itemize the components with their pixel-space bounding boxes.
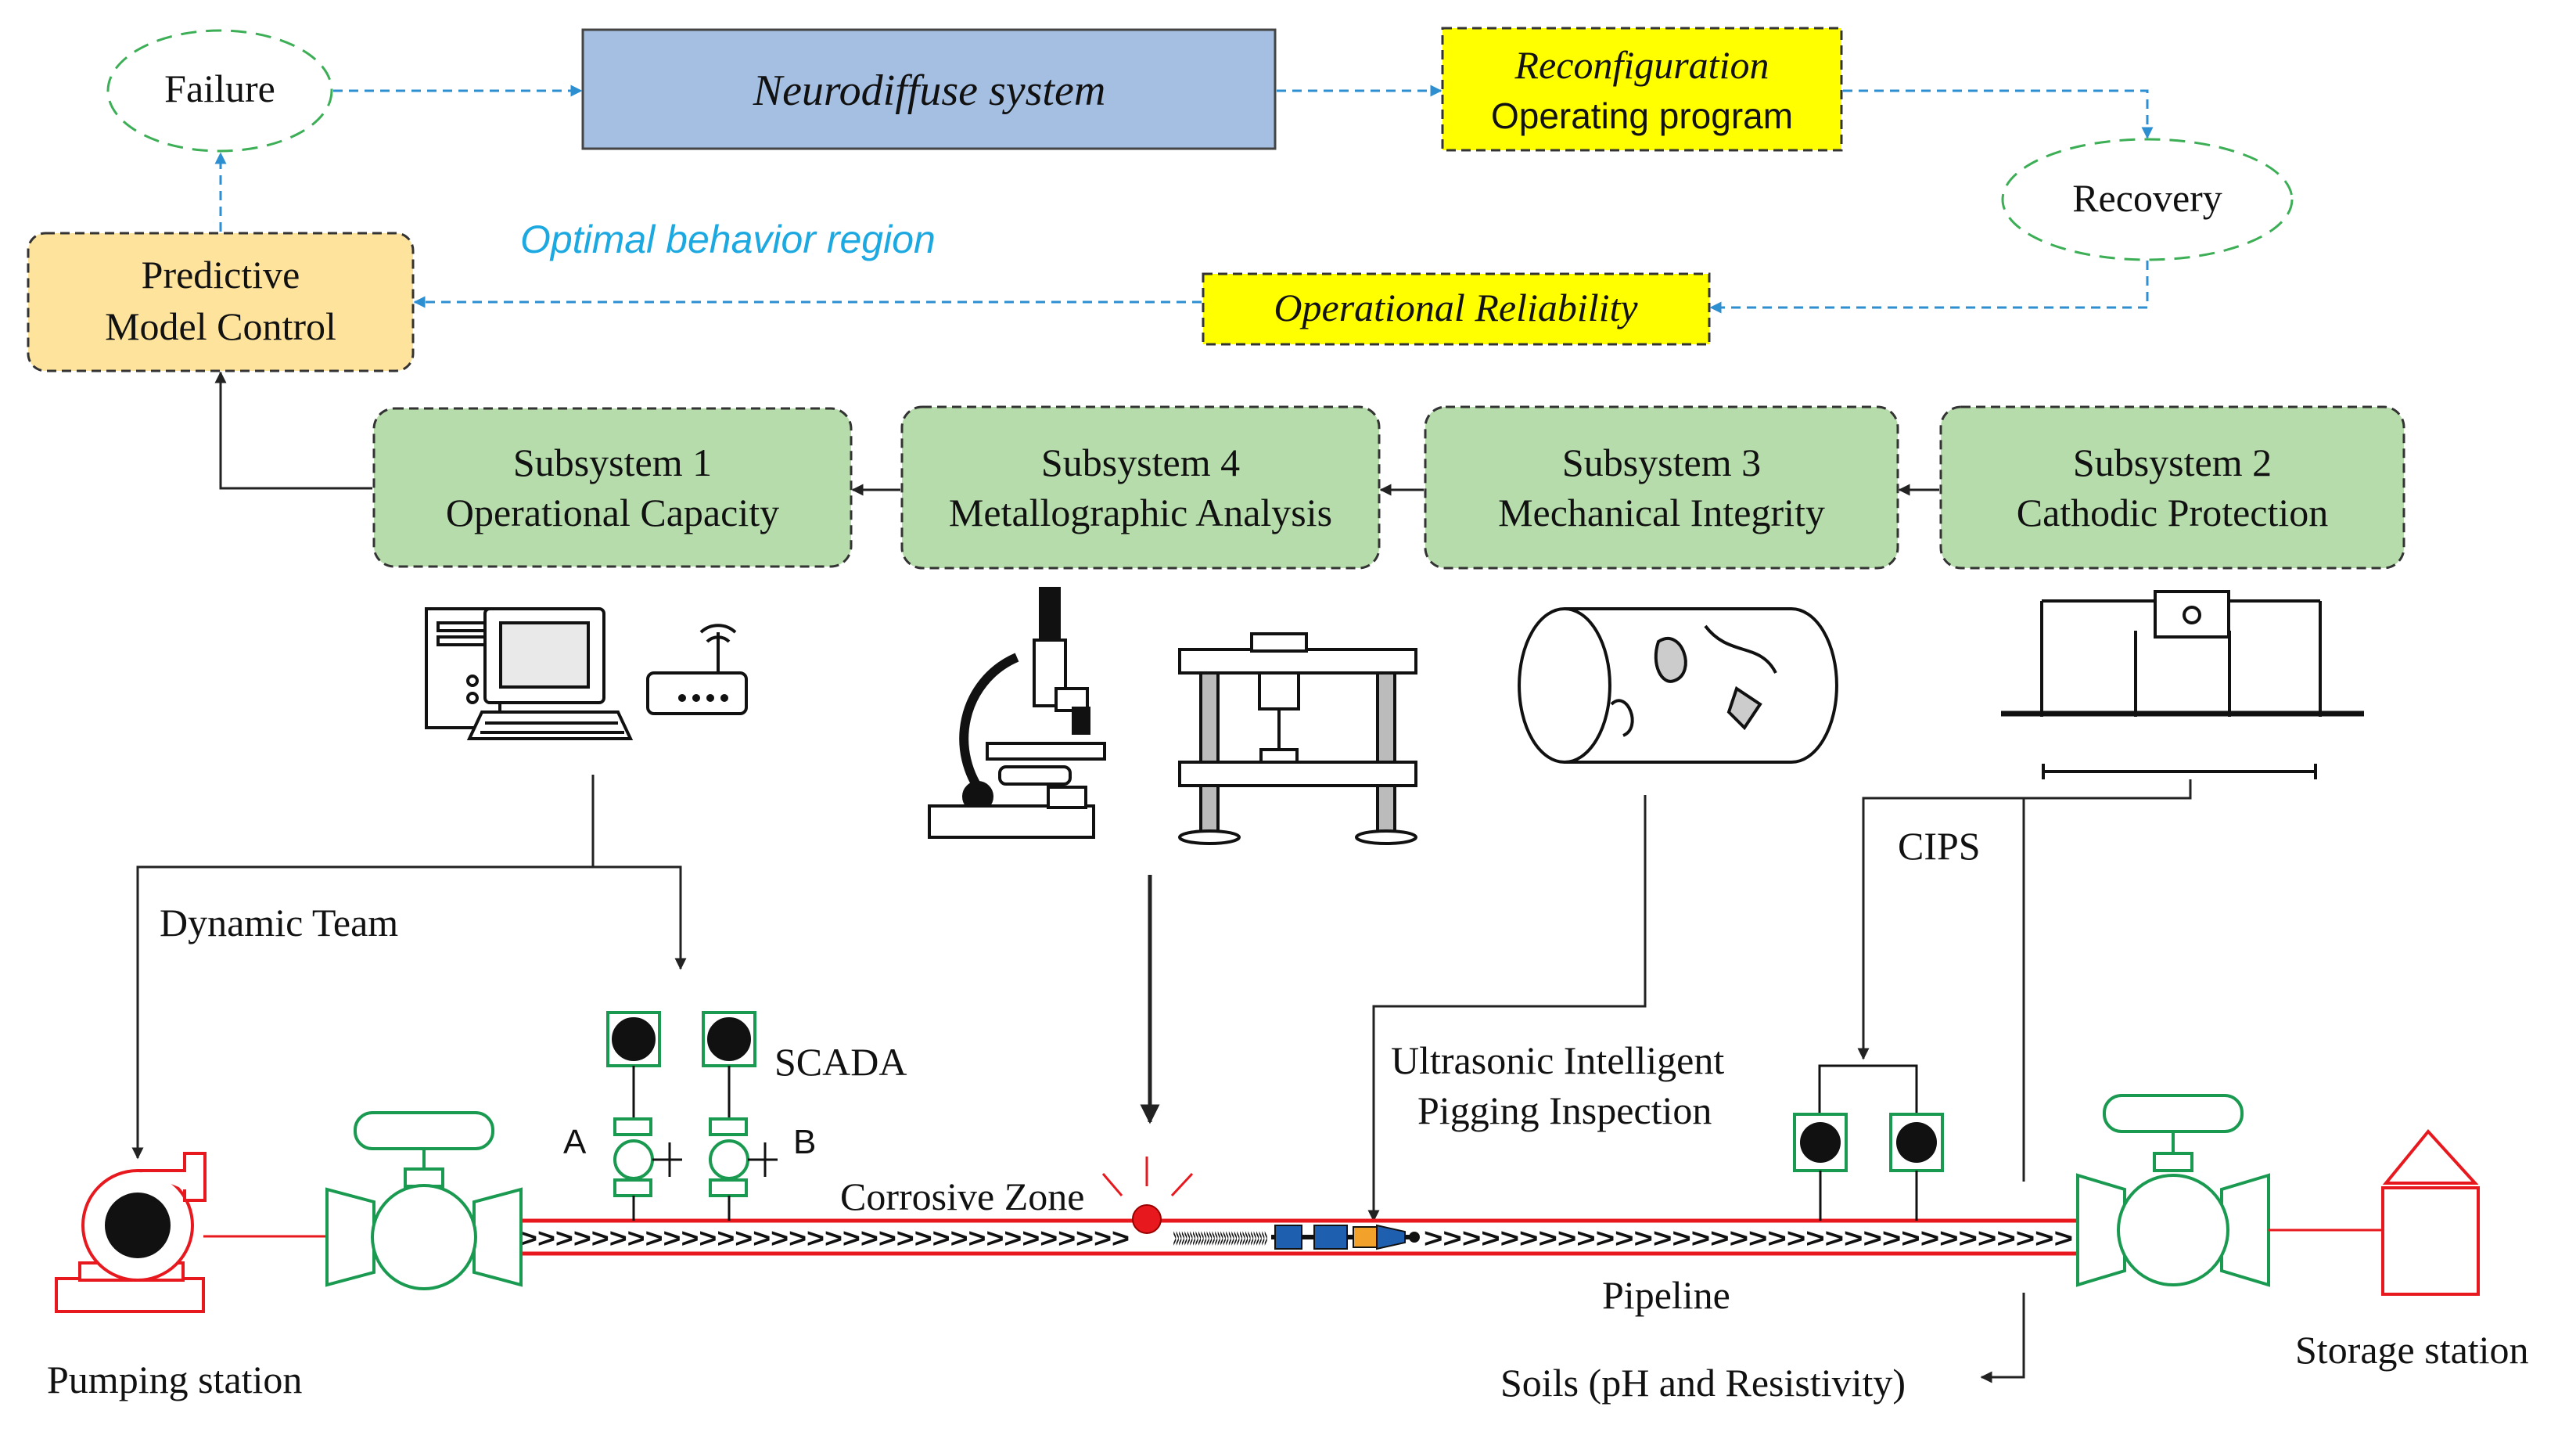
pipeline-label: Pipeline (1602, 1273, 1730, 1317)
pigging-label: Pigging Inspection (1417, 1088, 1712, 1132)
predictive-control-box (27, 232, 415, 372)
subsystem-1-subtitle: Operational Capacity (446, 491, 779, 534)
subsystem-4-box (900, 405, 1381, 570)
operational-reliability-box (1202, 272, 1711, 346)
pipeline-flow-right: >>>>>>>>>>>>>>>>>>>>>>>>>>>>>>>>>> (1424, 1224, 2073, 1254)
cips-label: CIPS (1898, 824, 1981, 868)
scada-sensor-a-icon (606, 1011, 682, 1221)
subsystem-2-title: Subsystem 2 (2073, 441, 2272, 484)
right-gate-valve-icon (2076, 1094, 2270, 1287)
computer-icon (425, 607, 634, 740)
operating-program-label: Operating program (1491, 95, 1793, 136)
pump-icon (55, 1152, 207, 1313)
operational-reliability-label: Operational Reliability (1274, 286, 1638, 329)
arrow-ss1-to-predictive (214, 371, 372, 490)
recovery-node (2001, 138, 2294, 261)
subsystem-3-subtitle: Mechanical Integrity (1498, 491, 1825, 534)
valve-b-label: B (793, 1123, 816, 1161)
connector-soils (1980, 1293, 2025, 1383)
scada-label: SCADA (774, 1040, 907, 1084)
subsystem-1-title: Subsystem 1 (513, 441, 712, 484)
connector-pigging (1367, 795, 1647, 1222)
corrosion-point-icon (1101, 1157, 1194, 1234)
dynamic-team-label: Dynamic Team (160, 901, 398, 944)
top-flow: Failure Neurodiffuse system Reconfigurat… (27, 27, 2294, 372)
failure-label: Failure (164, 67, 275, 110)
connector-computer (131, 775, 595, 1160)
recovery-label: Recovery (2072, 176, 2222, 220)
arrow-reconfig-to-recovery (1843, 89, 2154, 139)
failure-node (106, 29, 333, 153)
router-icon (646, 624, 748, 715)
pipeline-flow-left: >>>>>>>>>>>>>>>>>>>>>>>>>>>>>>>>>> (519, 1224, 1130, 1254)
neuro-system-label: Neurodiffuse system (753, 67, 1106, 115)
optimal-region-label: Optimal behavior region (520, 218, 936, 261)
corrosive-zone-label: Corrosive Zone (840, 1175, 1084, 1218)
arrow-recovery-to-reliability (1709, 261, 2149, 314)
microscope-icon (928, 587, 1106, 839)
reconfig-box (1441, 27, 1843, 152)
soils-label: Soils (pH and Resistivity) (1500, 1361, 1906, 1405)
compression-press-icon (1178, 632, 1417, 845)
subsystem-3-title: Subsystem 3 (1562, 441, 1761, 484)
neuro-system-box (581, 28, 1277, 150)
storage-station-label: Storage station (2295, 1328, 2529, 1372)
storage-tank-icon (2381, 1128, 2480, 1296)
cathodic-protection-icon (2001, 590, 2364, 779)
pumping-station-label: Pumping station (47, 1358, 302, 1401)
pipe-section-icon (1518, 607, 1838, 764)
subsystem-4-subtitle: Metallographic Analysis (949, 491, 1332, 534)
valve-a-label: A (563, 1123, 587, 1161)
pipeline: >>>>>>>>>>>>>>>>>>>>>>>>>>>>>>>>>> >>>>>… (509, 1157, 2085, 1256)
inspection-pig-icon (1271, 1224, 1420, 1250)
labels: Dynamic Team SCADA A B Corrosive Zone Ul… (47, 824, 2529, 1405)
model-control-label: Model Control (105, 304, 336, 348)
cips-sensors-icon (1793, 1064, 1944, 1221)
subsystem-3-box (1424, 405, 1899, 570)
scada-sensor-b-icon (702, 1011, 778, 1221)
subsystem-2-subtitle: Cathodic Protection (2017, 491, 2329, 534)
subsystem-1-box (372, 407, 853, 568)
predictive-label: Predictive (142, 253, 300, 297)
left-gate-valve-icon (325, 1111, 523, 1290)
reconfig-label: Reconfiguration (1514, 43, 1769, 87)
connector-scada (593, 865, 687, 970)
ultrasonic-label: Ultrasonic Intelligent (1391, 1038, 1724, 1082)
connector-cips (1857, 779, 2192, 1060)
connectors (131, 775, 2192, 1383)
subsystems: Subsystem 1 Operational Capacity Subsyst… (214, 371, 2405, 570)
subsystem-4-title: Subsystem 4 (1041, 441, 1240, 484)
subsystem-2-box (1939, 405, 2405, 570)
pipeline-flow-mid: >>>>>>>>>>>>>>>>>>>>>>>>>>>>>>>>>> (1173, 1224, 1267, 1254)
